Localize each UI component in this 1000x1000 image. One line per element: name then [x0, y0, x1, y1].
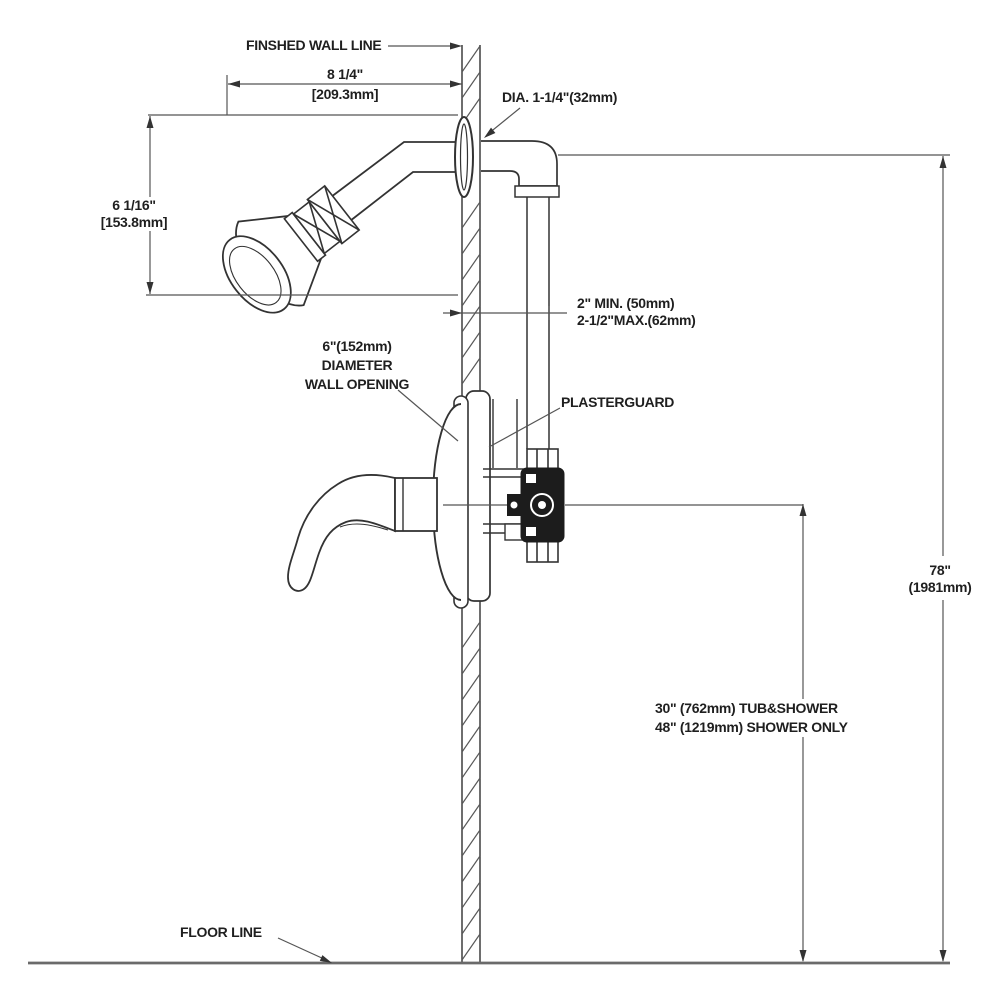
valve-top-union-pipe: [492, 399, 518, 468]
handle-lever: [287, 473, 396, 592]
valve-assembly: [483, 448, 565, 563]
plasterguard-cover: [465, 390, 491, 602]
wall-opening-word-diameter: DIAMETER: [321, 357, 393, 373]
wall-opening-leader: [397, 389, 459, 442]
finished-wall-line-label: FINSHED WALL LINE: [246, 37, 382, 53]
arrowheads: [146, 42, 947, 963]
head-drop-value: 6 1/16": [112, 197, 156, 213]
pipe-depth-min: 2" MIN. (50mm): [577, 295, 675, 311]
finished-wall-arrow: [450, 42, 462, 50]
valve-height-tub-shower: 30" (762mm) TUB&SHOWER: [655, 700, 838, 716]
wall-opening-size: 6"(152mm): [322, 338, 392, 354]
valve-stub-hole: [510, 501, 518, 509]
handle-crease: [339, 523, 389, 531]
valve-fitting-bottom: [526, 540, 559, 563]
shower-arm-fill: [331, 142, 463, 221]
head-drop-arrow-bottom: [146, 282, 154, 294]
handle-adapter: [394, 477, 438, 532]
riser-pipe: [526, 197, 550, 449]
arm-escutcheon-inner: [459, 123, 469, 191]
valve-body-highlight-top: [526, 474, 536, 483]
arm-setback-arrow-left: [228, 80, 240, 88]
shower-head: [221, 184, 361, 314]
wall-opening-callout: 6"(152mm) DIAMETER WALL OPENING: [304, 337, 410, 394]
arm-setback-metric: [209.3mm]: [311, 86, 379, 102]
drop-elbow-fitting: [481, 140, 558, 187]
shower-head-face: [221, 235, 292, 314]
overall-height-metric: (1981mm): [908, 579, 972, 595]
floor-leader: [277, 937, 325, 960]
pipe-depth-arrow: [450, 309, 462, 317]
wall-hatch: [461, 45, 481, 961]
head-drop-dimension: 6 1/16" [153.8mm]: [97, 197, 171, 231]
overall-height-arrow-bottom: [939, 950, 947, 962]
dia-arrow: [484, 127, 496, 138]
pipe-depth-max: 2-1/2"MAX.(62mm): [577, 312, 696, 328]
dia-callout-label: DIA. 1-1/4"(32mm): [502, 89, 618, 105]
wall-opening-word-opening: WALL OPENING: [304, 376, 410, 392]
valve-height-arrow-top: [799, 504, 807, 516]
shower-head-nut-upper: [306, 184, 361, 245]
floor-line-label: FLOOR LINE: [180, 924, 262, 940]
shower-arm-outline: [330, 141, 463, 222]
overall-height-dimension: 78" (1981mm): [905, 562, 975, 596]
valve-stem-ring: [530, 493, 554, 517]
valve-stem-center: [538, 501, 546, 509]
pipe-depth-dimension: 2" MIN. (50mm) 2-1/2"MAX.(62mm): [577, 295, 696, 329]
arm-escutcheon: [454, 116, 474, 198]
valve-body-highlight-bottom: [526, 527, 536, 536]
plasterguard-leader: [488, 407, 561, 448]
head-drop-metric: [153.8mm]: [100, 214, 168, 230]
overall-height-arrow-top: [939, 156, 947, 168]
head-drop-arrow-top: [146, 116, 154, 128]
valve-height-arrow-bottom: [799, 950, 807, 962]
dia-leader: [487, 107, 521, 135]
shower-head-face-ring: [228, 245, 282, 306]
riser-coupling: [514, 185, 560, 198]
valve-height-dimension: 30" (762mm) TUB&SHOWER 48" (1219mm) SHOW…: [652, 699, 851, 737]
overall-height-value: 78": [929, 562, 951, 578]
arm-setback-arrow-right: [450, 80, 462, 88]
plasterguard-label: PLASTERGUARD: [561, 394, 675, 410]
floor-leader-arrow: [319, 955, 332, 963]
arm-setback-value: 8 1/4": [327, 66, 363, 82]
valve-fitting-top: [526, 448, 559, 471]
valve-height-shower-only: 48" (1219mm) SHOWER ONLY: [655, 719, 848, 735]
